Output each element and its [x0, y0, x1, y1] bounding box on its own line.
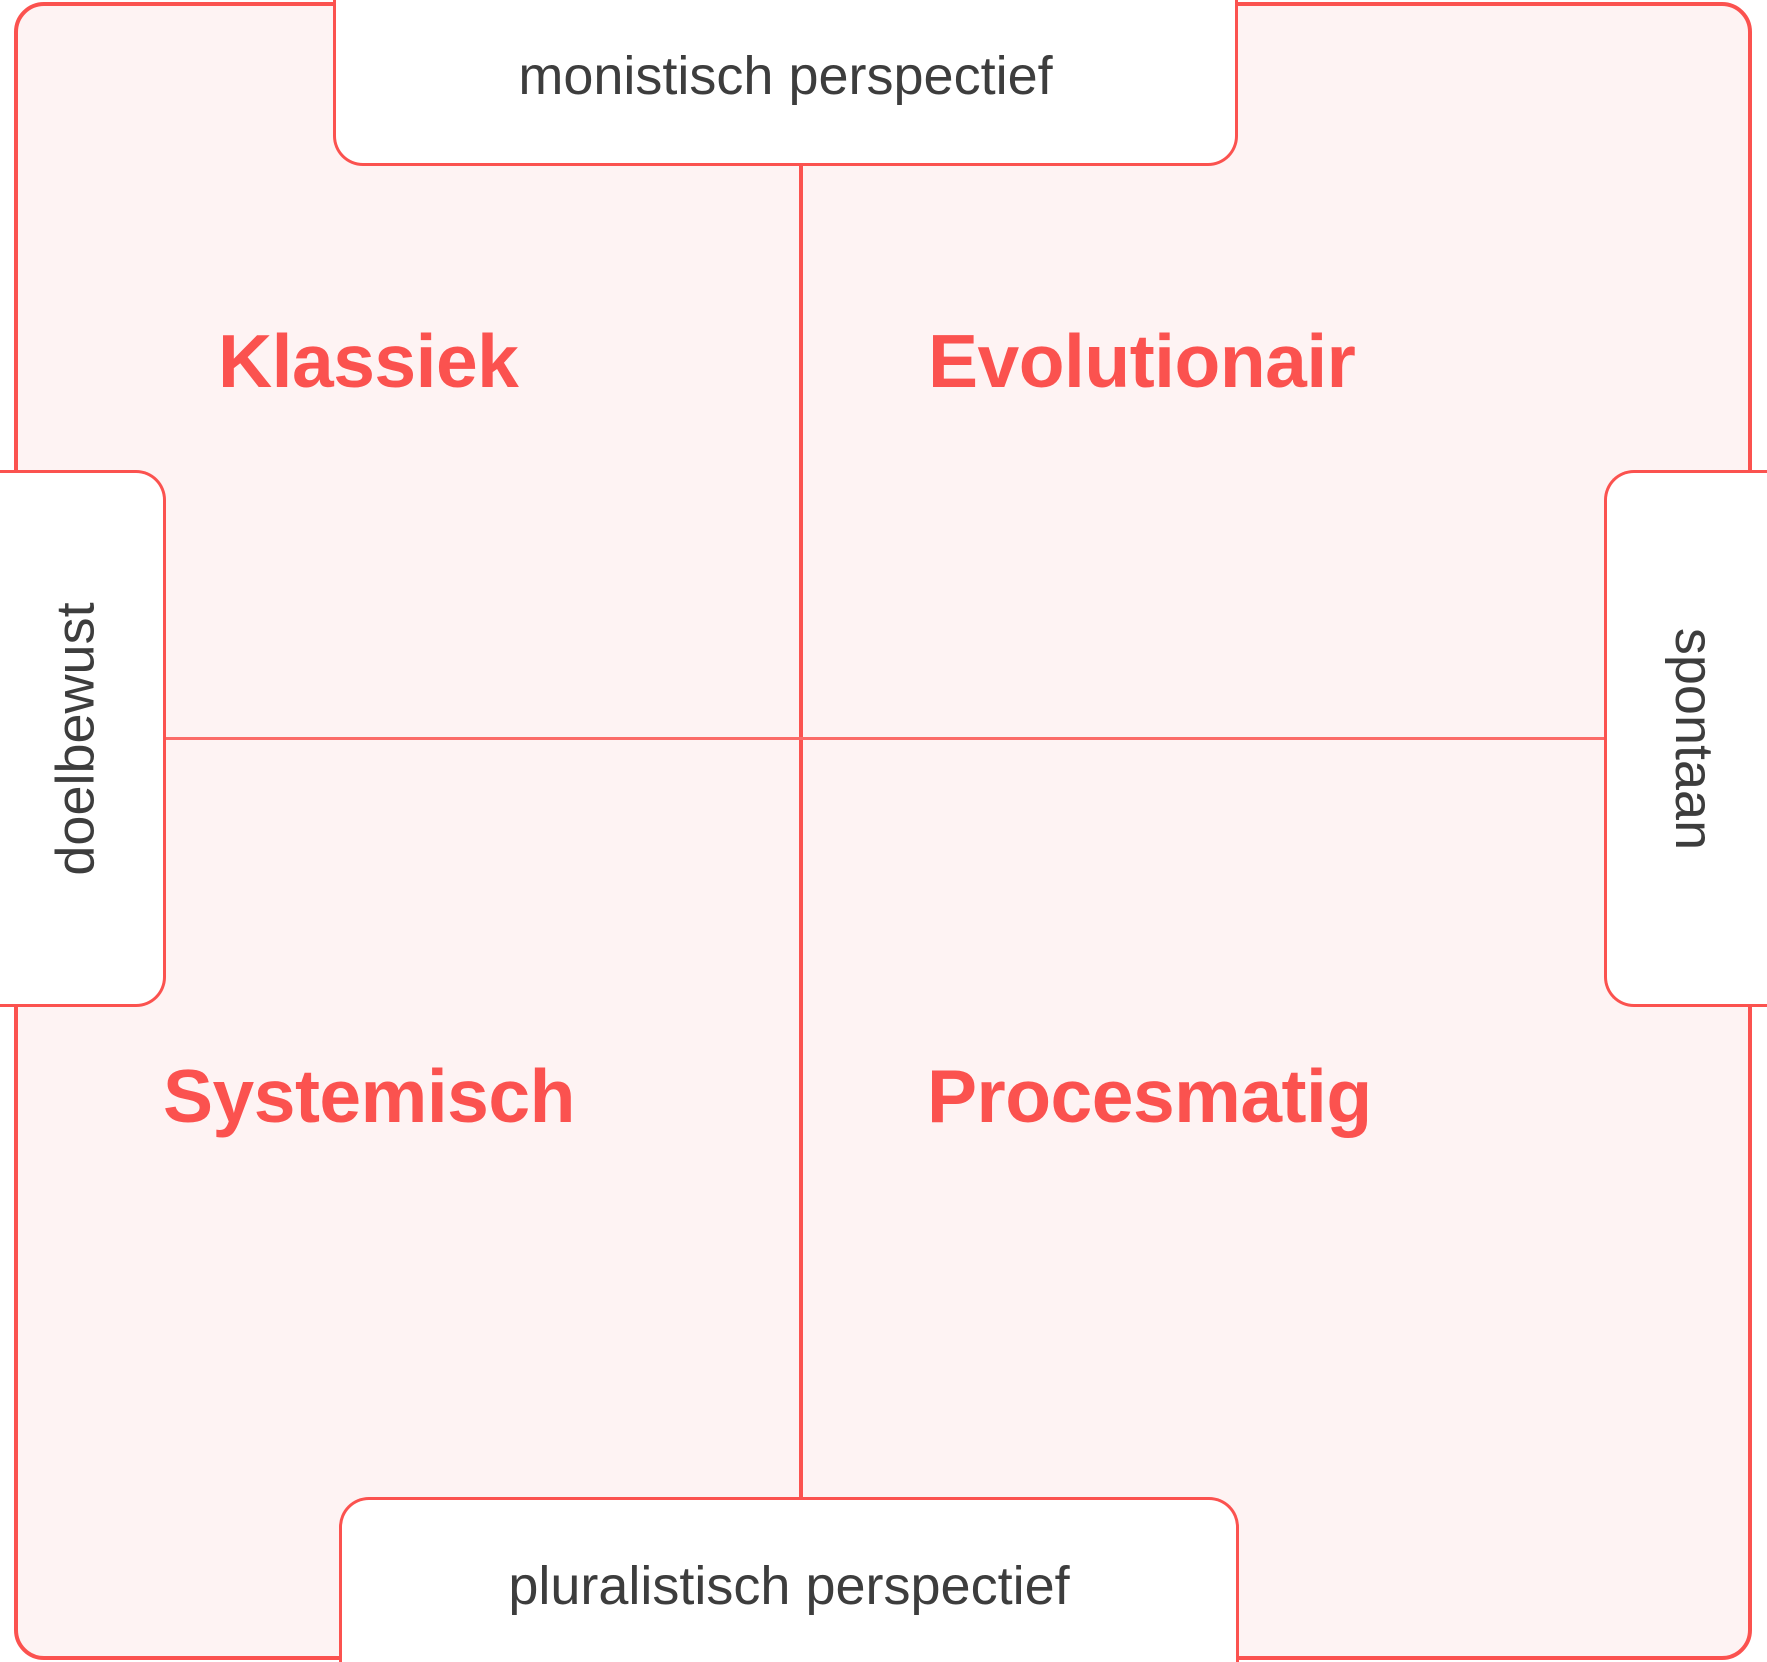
- axis-label-right: spontaan: [1604, 470, 1767, 1007]
- quadrant-label-bottom-right: Procesmatig: [927, 1054, 1372, 1138]
- quadrant-label-top-right: Evolutionair: [928, 319, 1356, 403]
- axis-label-left-text: doelbewust: [45, 601, 106, 876]
- quadrant-label-bottom-left: Systemisch: [163, 1054, 575, 1138]
- axis-label-bottom: pluralistisch perspectief: [339, 1497, 1239, 1662]
- quadrant-label-top-left: Klassiek: [218, 319, 519, 403]
- horizontal-axis-divider: [32, 737, 1767, 740]
- axis-label-bottom-text: pluralistisch perspectief: [508, 1555, 1070, 1616]
- axis-label-top: monistisch perspectief: [333, 0, 1238, 166]
- vertical-axis-divider: [799, 8, 803, 1662]
- axis-label-right-text: spontaan: [1664, 627, 1725, 850]
- axis-label-top-text: monistisch perspectief: [518, 45, 1053, 106]
- quadrant-matrix-panel: [14, 2, 1767, 1662]
- axis-label-left: doelbewust: [0, 470, 166, 1007]
